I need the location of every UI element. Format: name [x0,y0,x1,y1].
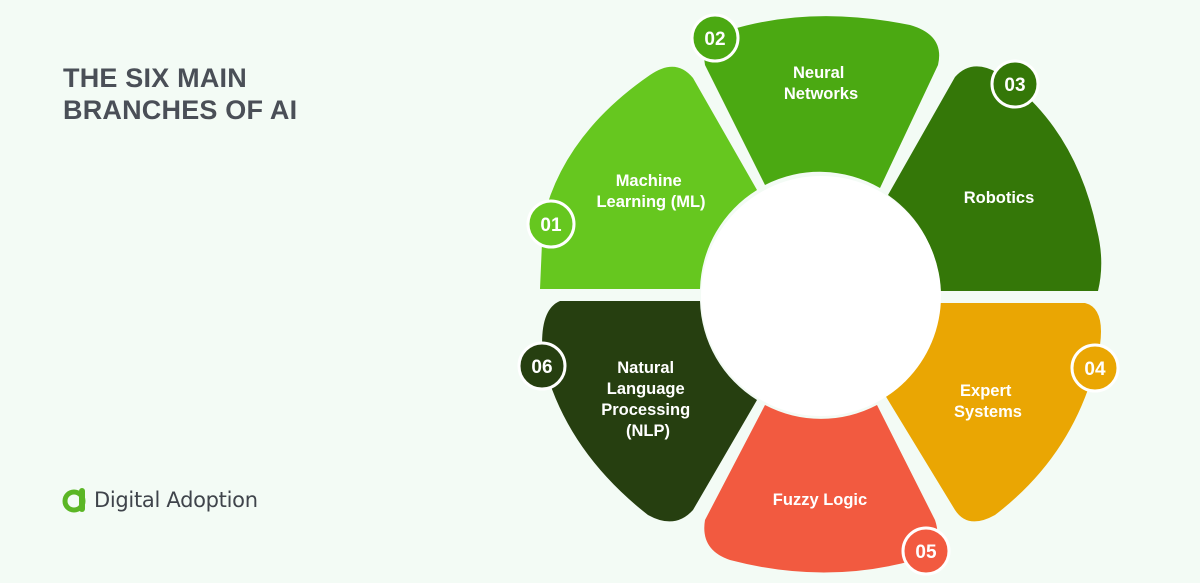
number-badge-05 [901,526,951,576]
number-label-04: 04 [1084,359,1106,380]
number-badge-02 [690,13,740,63]
brand-logo: Digital Adoption [62,486,258,514]
segment-label-06-line-3: Processing [601,401,690,419]
branch-segment-04: Expert Systems 04 [885,303,1120,522]
svg-text:Machine Learning (ML): Machine Learning (ML) [596,172,705,211]
branch-segment-02: Neural Networks 02 [690,13,940,188]
segment-label-06-line-4: (NLP) [626,422,670,440]
svg-text:Neural Networks: Neural Networks [784,64,858,103]
digital-adoption-logo-icon [62,488,86,513]
segment-label-06-line-1: Natural [617,359,674,377]
segment-label-01-line-1: Machine [616,172,682,190]
segment-label-06-line-2: Language [607,380,685,398]
number-label-06: 06 [531,357,552,378]
segment-shape-03 [888,66,1102,291]
segment-shape-05 [704,405,938,573]
number-badge-06 [517,341,567,391]
number-label-03: 03 [1004,75,1025,96]
segment-shape-01 [540,66,757,289]
branch-segment-05: Fuzzy Logic 05 [704,405,951,576]
number-badge-03 [990,59,1040,109]
branch-segment-03: Robotics 03 [888,59,1102,291]
number-label-05: 05 [915,542,937,563]
title-line-2: BRANCHES OF AI [63,95,298,125]
segment-shape-04 [885,303,1101,522]
center-hub [701,176,941,416]
number-badge-04 [1070,343,1120,393]
svg-text:Natural Language P: Natural Language Processing (NLP) [601,359,695,440]
segment-label-04-line-1: Expert [960,382,1012,400]
title-line-1: THE SIX MAIN [63,63,247,93]
segment-label-04-line-2: Systems [954,403,1022,421]
segment-label-02-line-2: Networks [784,85,858,103]
segment-label-02-line-1: Neural [793,64,844,82]
segment-label-03: Robotics [964,189,1035,207]
branch-segment-01: Machine Learning (ML) 01 [526,66,757,289]
svg-text:Expert Systems: Expert Systems [954,382,1022,421]
segment-label-05: Fuzzy Logic [773,491,867,509]
number-badge-01 [526,199,576,249]
number-label-02: 02 [704,29,725,50]
segment-shape-06 [542,301,757,522]
segment-label-01-line-2: Learning (ML) [596,193,705,211]
page-title: THE SIX MAIN BRANCHES OF AI [63,62,297,126]
number-label-01: 01 [540,215,562,236]
segment-shape-02 [704,16,940,188]
logo-text: Digital Adoption [94,488,258,512]
branch-segment-06: Natural Language Processing (NLP) 06 [517,301,757,522]
